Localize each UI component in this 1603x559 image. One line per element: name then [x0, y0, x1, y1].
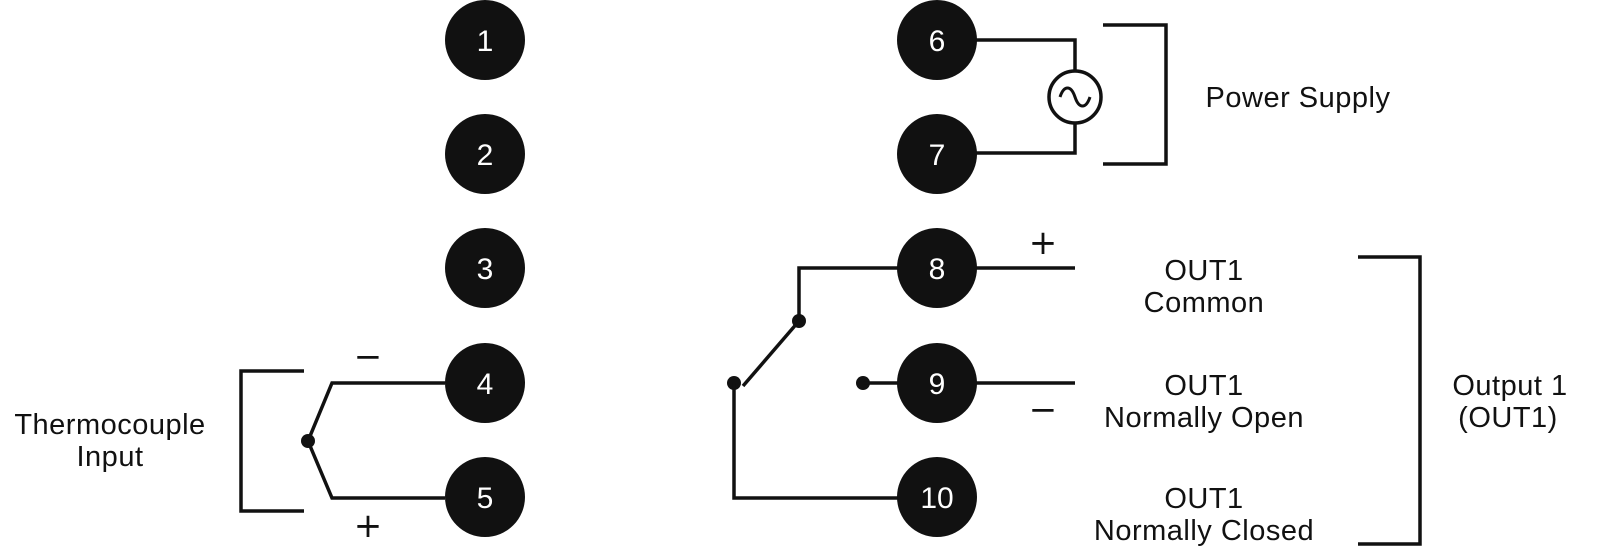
out1-normally-closed-label-line2: Normally Closed [1094, 515, 1314, 547]
power-supply-label: Power Supply [1206, 82, 1391, 114]
terminal-3: 3 [445, 228, 525, 308]
terminal-1: 1 [445, 0, 525, 80]
power-supply-bracket [1103, 23, 1168, 166]
wire-common [797, 266, 898, 321]
terminal-10-number: 10 [920, 482, 953, 515]
out1-common-label-line2: Common [1144, 287, 1265, 319]
terminal-6: 6 [897, 0, 977, 80]
power-supply-wiring [975, 23, 1168, 166]
output1-label-line2: (OUT1) [1458, 402, 1558, 434]
out1-common-label-line1: OUT1 [1164, 255, 1243, 287]
terminal-7-number: 7 [929, 139, 946, 172]
terminal-5-number: 5 [477, 482, 494, 515]
terminal-4: 4 [445, 343, 525, 423]
out1-normally-open-label-line1: OUT1 [1164, 370, 1243, 402]
thermocouple-bracket [239, 369, 304, 513]
terminal-5: 5 [445, 457, 525, 537]
out1-plus-sign: + [1029, 223, 1058, 263]
terminal-1-number: 1 [477, 25, 494, 58]
thermocouple-plus-sign: + [354, 506, 383, 546]
thermocouple-junction-dot [301, 434, 315, 448]
switch-arm [741, 319, 801, 388]
thermocouple-label-line1: Thermocouple [14, 409, 205, 441]
output1-bracket [1358, 255, 1422, 546]
terminal-9: 9 [897, 343, 977, 423]
ac-source-icon [1047, 69, 1103, 125]
thermocouple-junction [306, 381, 445, 500]
terminal-8-number: 8 [929, 253, 946, 286]
wire-7-to-source [975, 123, 1077, 155]
terminal-2: 2 [445, 114, 525, 194]
thermocouple-minus-sign: − [354, 337, 383, 377]
terminal-3-number: 3 [477, 253, 494, 286]
output1-label-line1: Output 1 [1452, 370, 1567, 402]
terminal-10: 10 [897, 457, 977, 537]
terminal-6-number: 6 [929, 25, 946, 58]
terminal-8: 8 [897, 228, 977, 308]
terminal-4-number: 4 [477, 368, 494, 401]
thermocouple-wiring [239, 369, 445, 513]
out1-normally-open-label-line2: Normally Open [1104, 402, 1304, 434]
out1-minus-sign: − [1029, 390, 1058, 430]
relay-wiring [727, 255, 1422, 546]
wire-normally-closed [732, 383, 898, 500]
terminal-2-number: 2 [477, 139, 494, 172]
wire-6-to-source [975, 38, 1077, 71]
thermocouple-label-line2: Input [77, 441, 144, 473]
out1-normally-closed-label-line1: OUT1 [1164, 483, 1243, 515]
terminal-7: 7 [897, 114, 977, 194]
terminal-9-number: 9 [929, 368, 946, 401]
